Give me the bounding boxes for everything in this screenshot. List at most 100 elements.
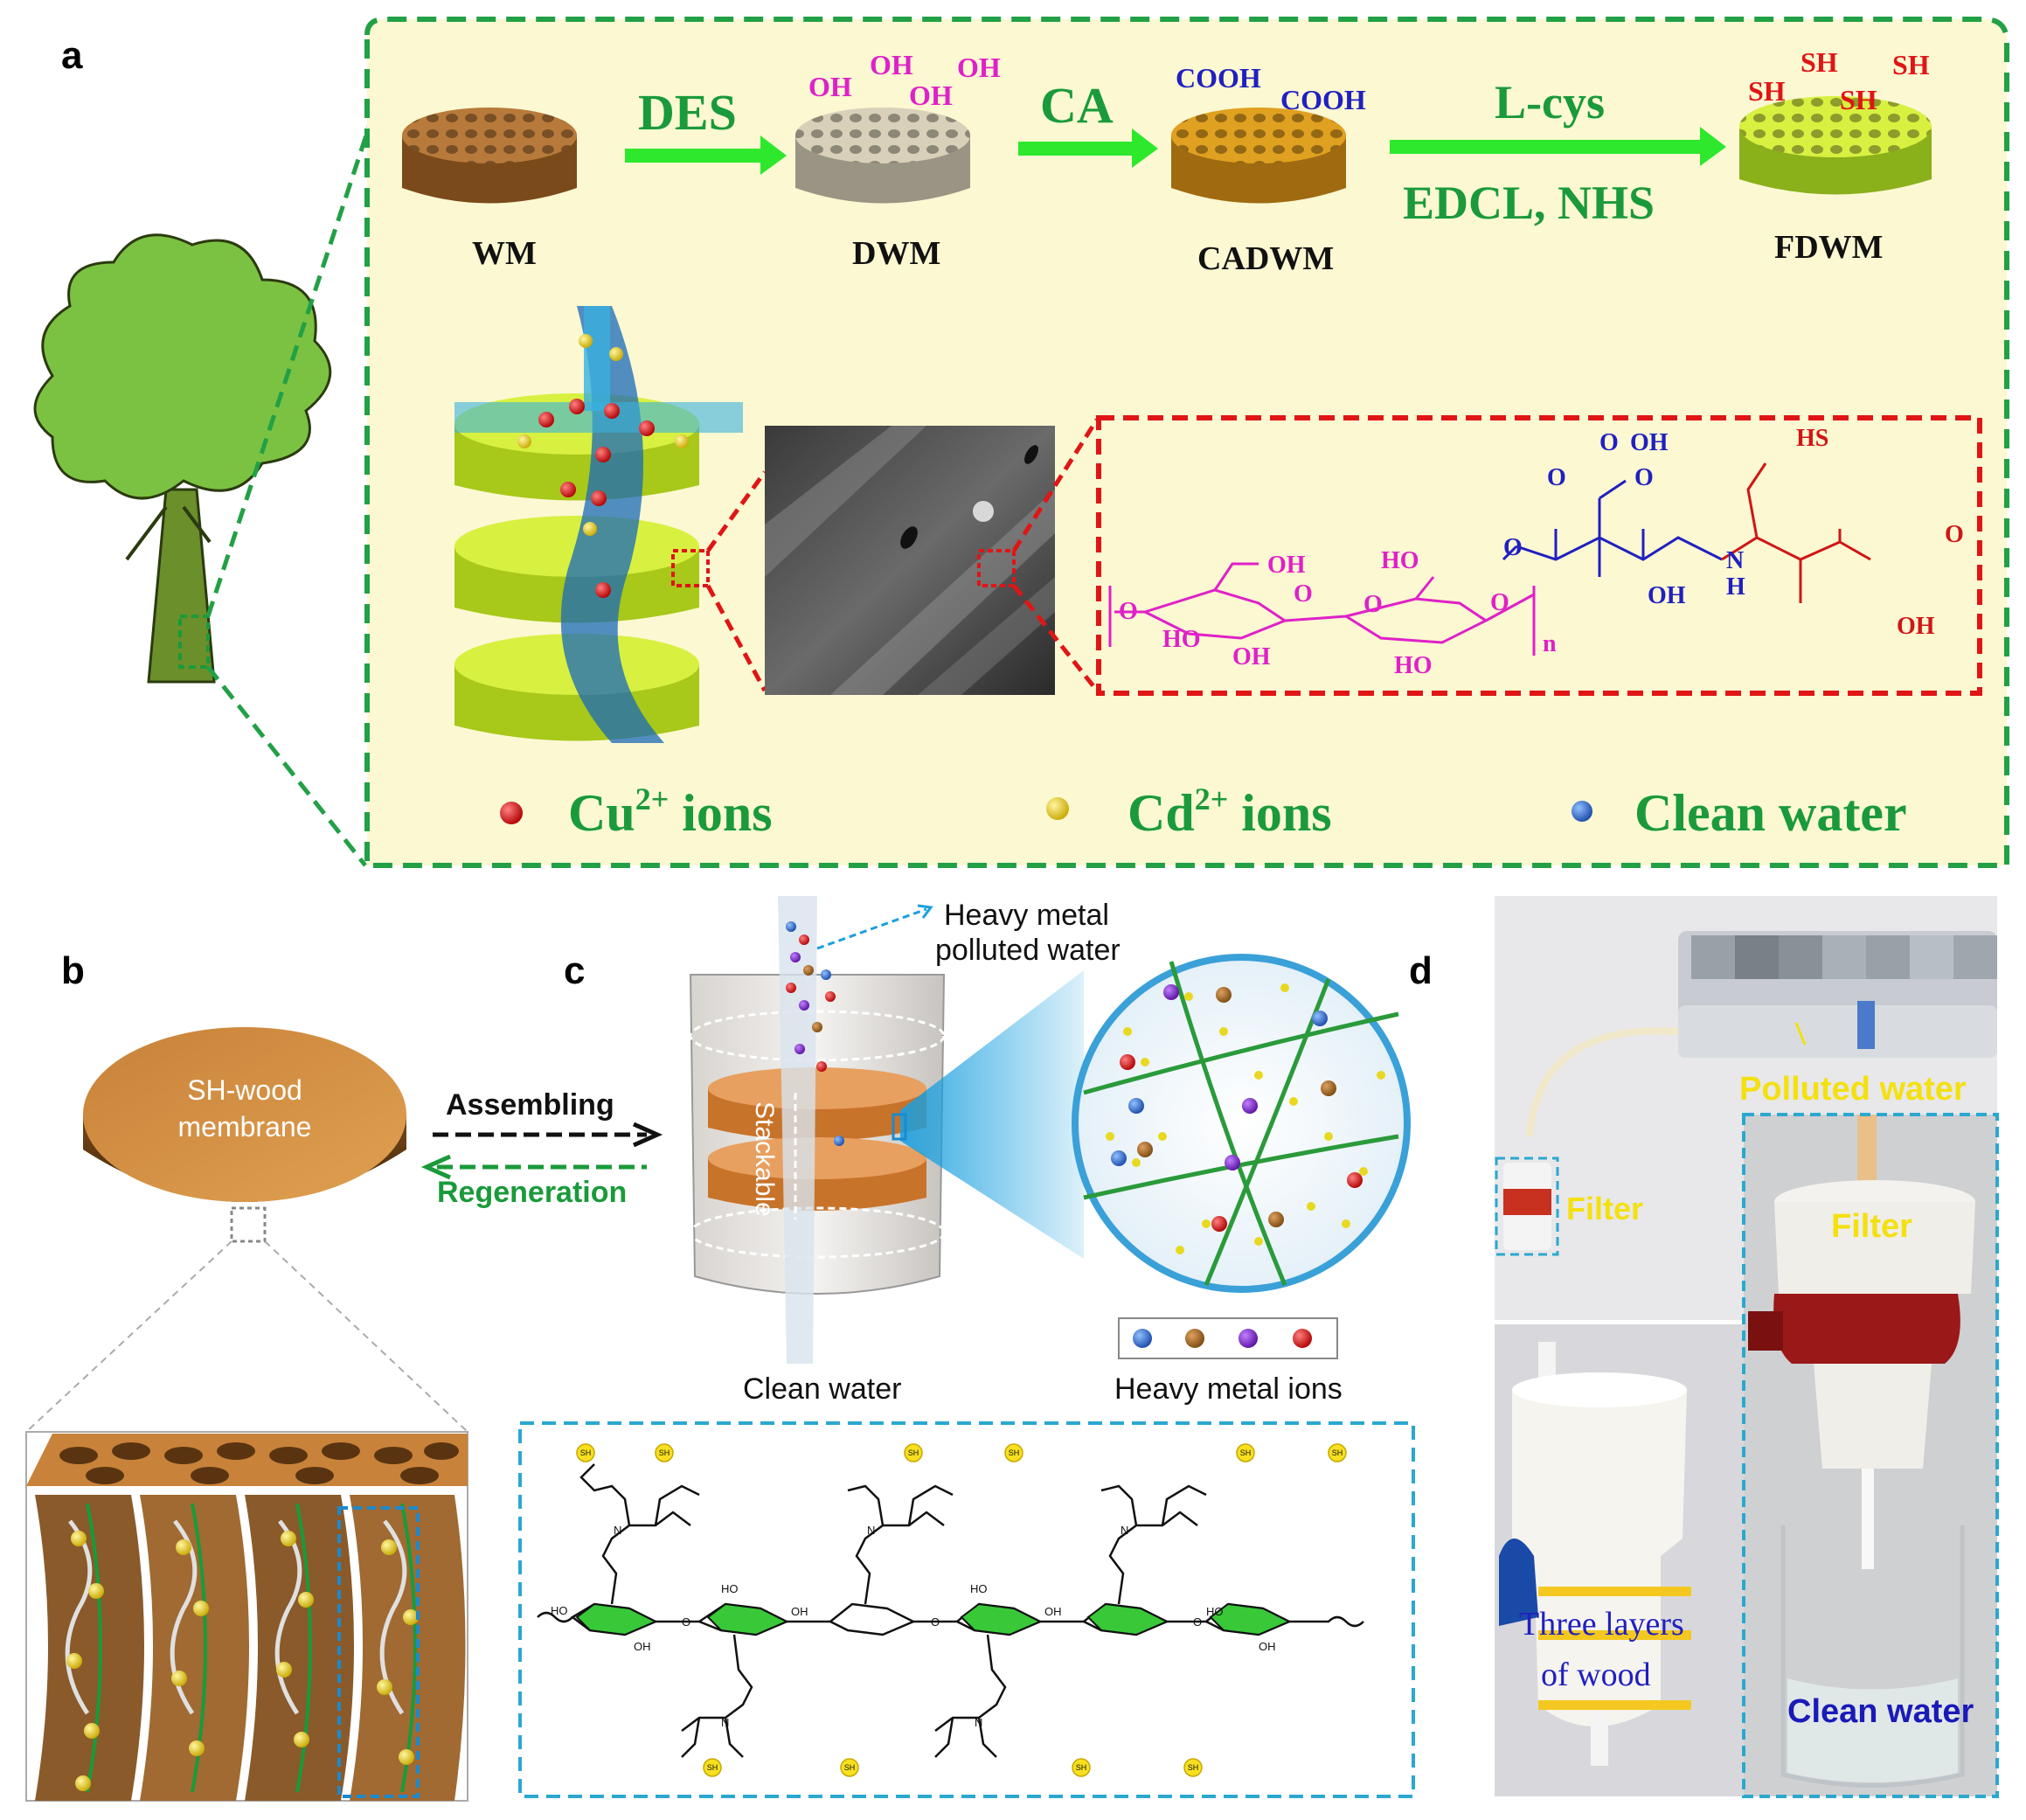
ion-legend-label: Heavy metal ions: [1114, 1372, 1343, 1406]
zoom-beam: [900, 970, 1084, 1259]
arrow-ca: [1018, 129, 1158, 168]
arrow-label-edcl: EDCL, NHS: [1403, 177, 1655, 229]
oh-label-2: OH: [870, 49, 913, 80]
sh-badge-7: SH: [707, 1763, 718, 1772]
wood-disc-fdwm: [1739, 96, 1932, 195]
sh-badge-6: SH: [1332, 1448, 1343, 1457]
sh-badge-9: SH: [1076, 1763, 1087, 1772]
water-marker: [1572, 801, 1592, 822]
panel-a-letter: a: [61, 34, 83, 77]
panel-a-legend: Cu2+ ions Cd2+ ions Clean water: [500, 781, 1907, 842]
zoom-marker: [892, 1113, 907, 1141]
arrow-labels: DES CA L-cys EDCL, NHS: [638, 76, 1655, 229]
panel-b-letter: b: [61, 949, 85, 992]
zoom-line-b-2: [264, 1240, 468, 1433]
red-zoom-line-2: [705, 584, 767, 692]
oh-labels: OH OH OH OH: [808, 49, 1001, 111]
stage-wm: WM: [472, 235, 537, 272]
cd-ion-marker: [1046, 797, 1069, 820]
structure-o-9: O: [1945, 521, 1964, 548]
arrow-lcys: [1390, 127, 1726, 166]
panel-d-letter: d: [1409, 949, 1433, 992]
structure-o-8: O: [1634, 464, 1654, 491]
sh-label-3: SH: [1748, 75, 1786, 107]
sh-badge-4: SH: [1009, 1448, 1020, 1457]
structure-ho-3: HO: [1394, 652, 1433, 679]
c-oh-2: OH: [1044, 1605, 1062, 1618]
polluted-label-2: polluted water: [935, 934, 1121, 967]
structure-oh-5: OH: [1897, 613, 1935, 640]
stacked-membrane-illustration: [454, 306, 743, 743]
ion-balls: [517, 334, 689, 598]
structure-o-2: O: [1294, 580, 1313, 608]
structure-o-3: O: [1363, 591, 1383, 618]
c-o-2: O: [931, 1615, 940, 1629]
sh-label-1: SH: [1801, 46, 1838, 78]
layers-label-1: Three layers: [1519, 1606, 1684, 1643]
panel-c-letter: c: [564, 949, 585, 992]
oh-label-1: OH: [808, 71, 852, 102]
c-ho-2: HO: [721, 1582, 739, 1595]
sh-badge-1: SH: [580, 1448, 592, 1457]
structure-o-5: O: [1503, 534, 1523, 561]
ion-purple-marker: [1238, 1329, 1258, 1348]
stage-labels: WM DWM CADWM FDWM: [472, 229, 1884, 277]
panel-c: c Stackable Heavy metal: [518, 896, 1415, 1798]
c-oh-3: OH: [1259, 1640, 1276, 1653]
structure-hs: HS: [1796, 425, 1828, 452]
filter-label-small: Filter: [1566, 1191, 1643, 1226]
c-o-3: O: [1193, 1615, 1202, 1629]
polluted-label-1: Heavy metal: [944, 899, 1109, 932]
wood-disc-cadwm: [1171, 108, 1346, 204]
wood-channel-structure: [25, 1431, 468, 1802]
sh-badge-8: SH: [844, 1763, 856, 1772]
red-zoom-line-3: [1011, 418, 1100, 552]
membrane-label-1: SH-wood: [187, 1074, 302, 1106]
arrow-label-des: DES: [638, 84, 737, 141]
cooh-label-2: COOH: [1280, 84, 1366, 115]
ion-brown-marker: [1185, 1329, 1204, 1348]
photo-three-layers: [1495, 1324, 1744, 1796]
polluted-water-label: Polluted water: [1739, 1071, 1967, 1108]
stackable-label: Stackable: [750, 1101, 779, 1217]
structure-oh-2: OH: [1232, 643, 1271, 670]
sh-wood-membrane-disc: [83, 1027, 406, 1243]
c-oh-4: OH: [634, 1640, 651, 1653]
assembling-label: Assembling: [446, 1088, 614, 1122]
oh-label-3: OH: [909, 80, 953, 111]
structure-oh-3: OH: [1630, 429, 1669, 456]
zoom-connector-bottom: [206, 665, 367, 867]
structure-n: N: [1726, 547, 1744, 574]
structure-o-4: O: [1490, 589, 1509, 616]
zoom-line-b-1: [25, 1240, 232, 1433]
c-oh-1: OH: [791, 1605, 808, 1618]
sh-label-4: SH: [1840, 84, 1877, 115]
process-arrows: [625, 127, 1726, 175]
tree-illustration: [33, 233, 332, 684]
arrow-des: [625, 135, 787, 175]
structure-o-6: O: [1547, 464, 1566, 491]
ion-blue-marker: [1133, 1329, 1152, 1348]
c-n-5: N: [975, 1716, 982, 1729]
structure-h: H: [1726, 573, 1745, 601]
structure-ho-2: HO: [1381, 547, 1419, 574]
filter-label-large: Filter: [1831, 1208, 1912, 1245]
c-n-4: N: [721, 1716, 729, 1729]
structure-o-1: O: [1119, 598, 1138, 625]
wood-disc-wm: [402, 108, 577, 204]
panel-d: d: [1409, 896, 1999, 1798]
stage-cadwm: CADWM: [1197, 240, 1334, 277]
clean-water-label: Clean water: [743, 1372, 901, 1406]
oh-label-4: OH: [957, 52, 1001, 83]
ion-red-marker: [1293, 1329, 1312, 1348]
legend-water: Clean water: [1634, 784, 1907, 842]
stage-dwm: DWM: [852, 235, 940, 272]
cooh-label-1: COOH: [1176, 62, 1261, 94]
arrow-label-lcys: L-cys: [1495, 76, 1605, 129]
c-ho-1: HO: [551, 1604, 568, 1617]
layers-label-2: of wood: [1541, 1657, 1651, 1693]
c-n-1: N: [614, 1524, 621, 1537]
c-ho-3: HO: [970, 1582, 988, 1595]
panel-b: b SH-wood membrane Assembling Regenerati…: [25, 949, 663, 1802]
